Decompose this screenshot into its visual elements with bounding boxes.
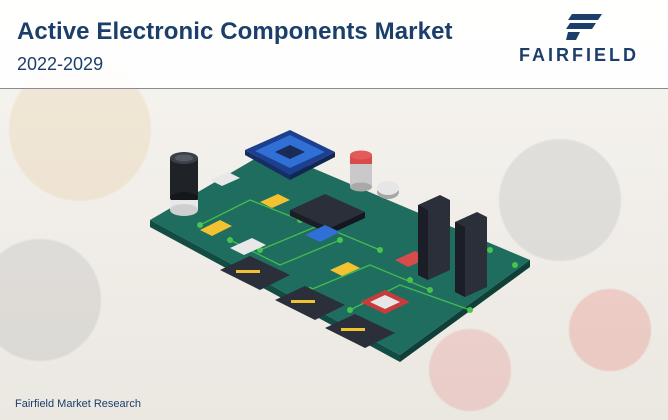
fairfield-logo-icon (566, 14, 602, 40)
pin-header-icon (418, 195, 487, 297)
header-banner: Active Electronic Components Market 2022… (0, 0, 668, 88)
red-chip-icon (360, 290, 410, 314)
header-divider (0, 88, 668, 89)
microchip-icon (245, 130, 335, 180)
page-title: Active Electronic Components Market (17, 18, 453, 45)
edge-connector-icon (220, 256, 395, 348)
brand-name: FAIRFIELD (519, 45, 639, 65)
footer-source: Fairfield Market Research (15, 398, 141, 410)
pcb-board (150, 150, 530, 355)
forecast-period: 2022-2029 (17, 54, 104, 74)
trimmer-icon (377, 181, 399, 199)
circuit-board-illustration (150, 130, 530, 362)
capacitor-icon (170, 152, 198, 216)
metal-capacitor-icon (350, 150, 372, 192)
